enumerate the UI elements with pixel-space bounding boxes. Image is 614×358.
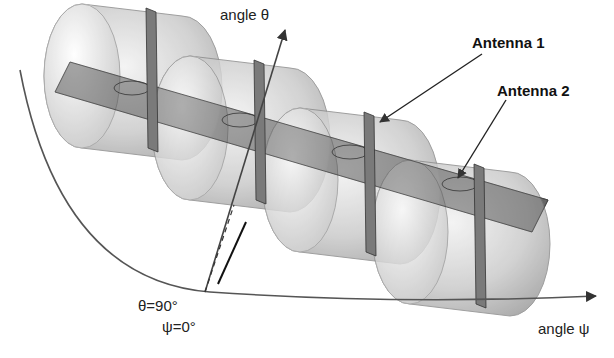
angle-value: ψ=0° <box>162 318 196 336</box>
angle-psi-arc <box>20 70 596 300</box>
dipole-plate <box>364 112 376 256</box>
dipole-plate <box>254 60 266 204</box>
dipole-plate <box>474 164 486 308</box>
dipole-plate <box>146 8 158 152</box>
feed-ring <box>442 177 478 191</box>
feed-ring <box>222 113 258 127</box>
angle-value: θ=90° <box>138 297 178 315</box>
axis-label: angle θ <box>220 6 269 24</box>
feed-plate-overlay <box>55 62 548 232</box>
feed-ring <box>332 145 368 159</box>
part-label: Antenna 1 <box>472 34 545 52</box>
leader-arrow <box>458 100 506 178</box>
angle-theta-axis <box>205 30 285 292</box>
leader-arrow <box>380 54 482 122</box>
axis-label: angle ψ <box>538 320 590 338</box>
part-label: Antenna 2 <box>497 82 570 100</box>
feed-ring <box>114 81 150 95</box>
theta-ninety-reference <box>218 222 246 284</box>
